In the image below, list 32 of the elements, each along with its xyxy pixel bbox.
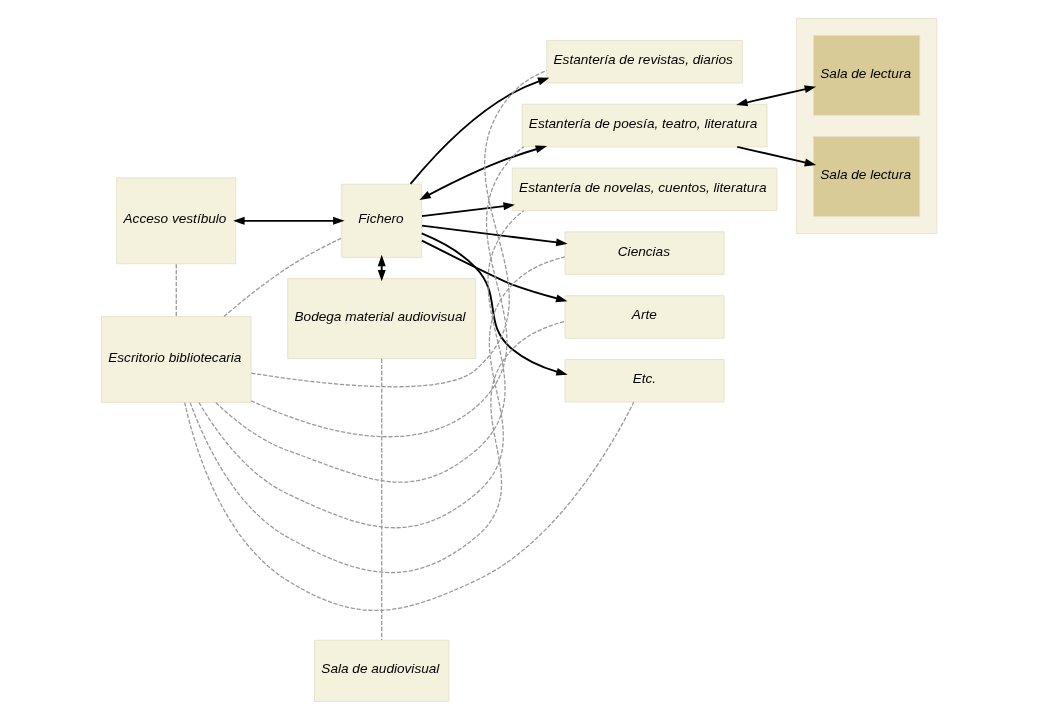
cluster <box>796 17 938 234</box>
connector <box>189 320 566 574</box>
connector <box>215 210 525 483</box>
node-box: Sala de lectura <box>813 136 921 217</box>
node-box: Escritorio bibliotecaria <box>100 316 252 403</box>
arrow <box>419 145 548 200</box>
connector <box>250 70 548 388</box>
node-box: Sala de audiovisual <box>314 639 450 702</box>
connector <box>250 146 525 438</box>
arrow <box>736 85 817 107</box>
node-box: Bodega material audiovisual <box>287 278 477 360</box>
arrow <box>421 224 568 247</box>
arrow <box>421 239 568 303</box>
connector <box>198 256 566 529</box>
arrow <box>233 216 345 225</box>
connector <box>223 237 343 318</box>
connector <box>175 263 177 318</box>
node-box: Arte <box>564 295 725 339</box>
node-box: Acceso vestíbulo <box>116 177 237 265</box>
arrow <box>420 232 568 376</box>
node-box: Estantería de poesía, teatro, literatura <box>521 103 768 148</box>
arrow <box>736 145 817 167</box>
node-box: Fichero <box>341 183 423 258</box>
node-box: Etc. <box>564 359 725 403</box>
node-box: Estantería de novelas, cuentos, literatura <box>511 167 778 212</box>
node-box: Sala de lectura <box>813 34 921 116</box>
arrow <box>421 202 515 217</box>
connector <box>381 358 383 641</box>
connector <box>184 401 635 611</box>
node-box: Estantería de revistas, diarios <box>546 40 743 84</box>
arrow <box>409 77 550 185</box>
node-box: Ciencias <box>564 231 725 275</box>
